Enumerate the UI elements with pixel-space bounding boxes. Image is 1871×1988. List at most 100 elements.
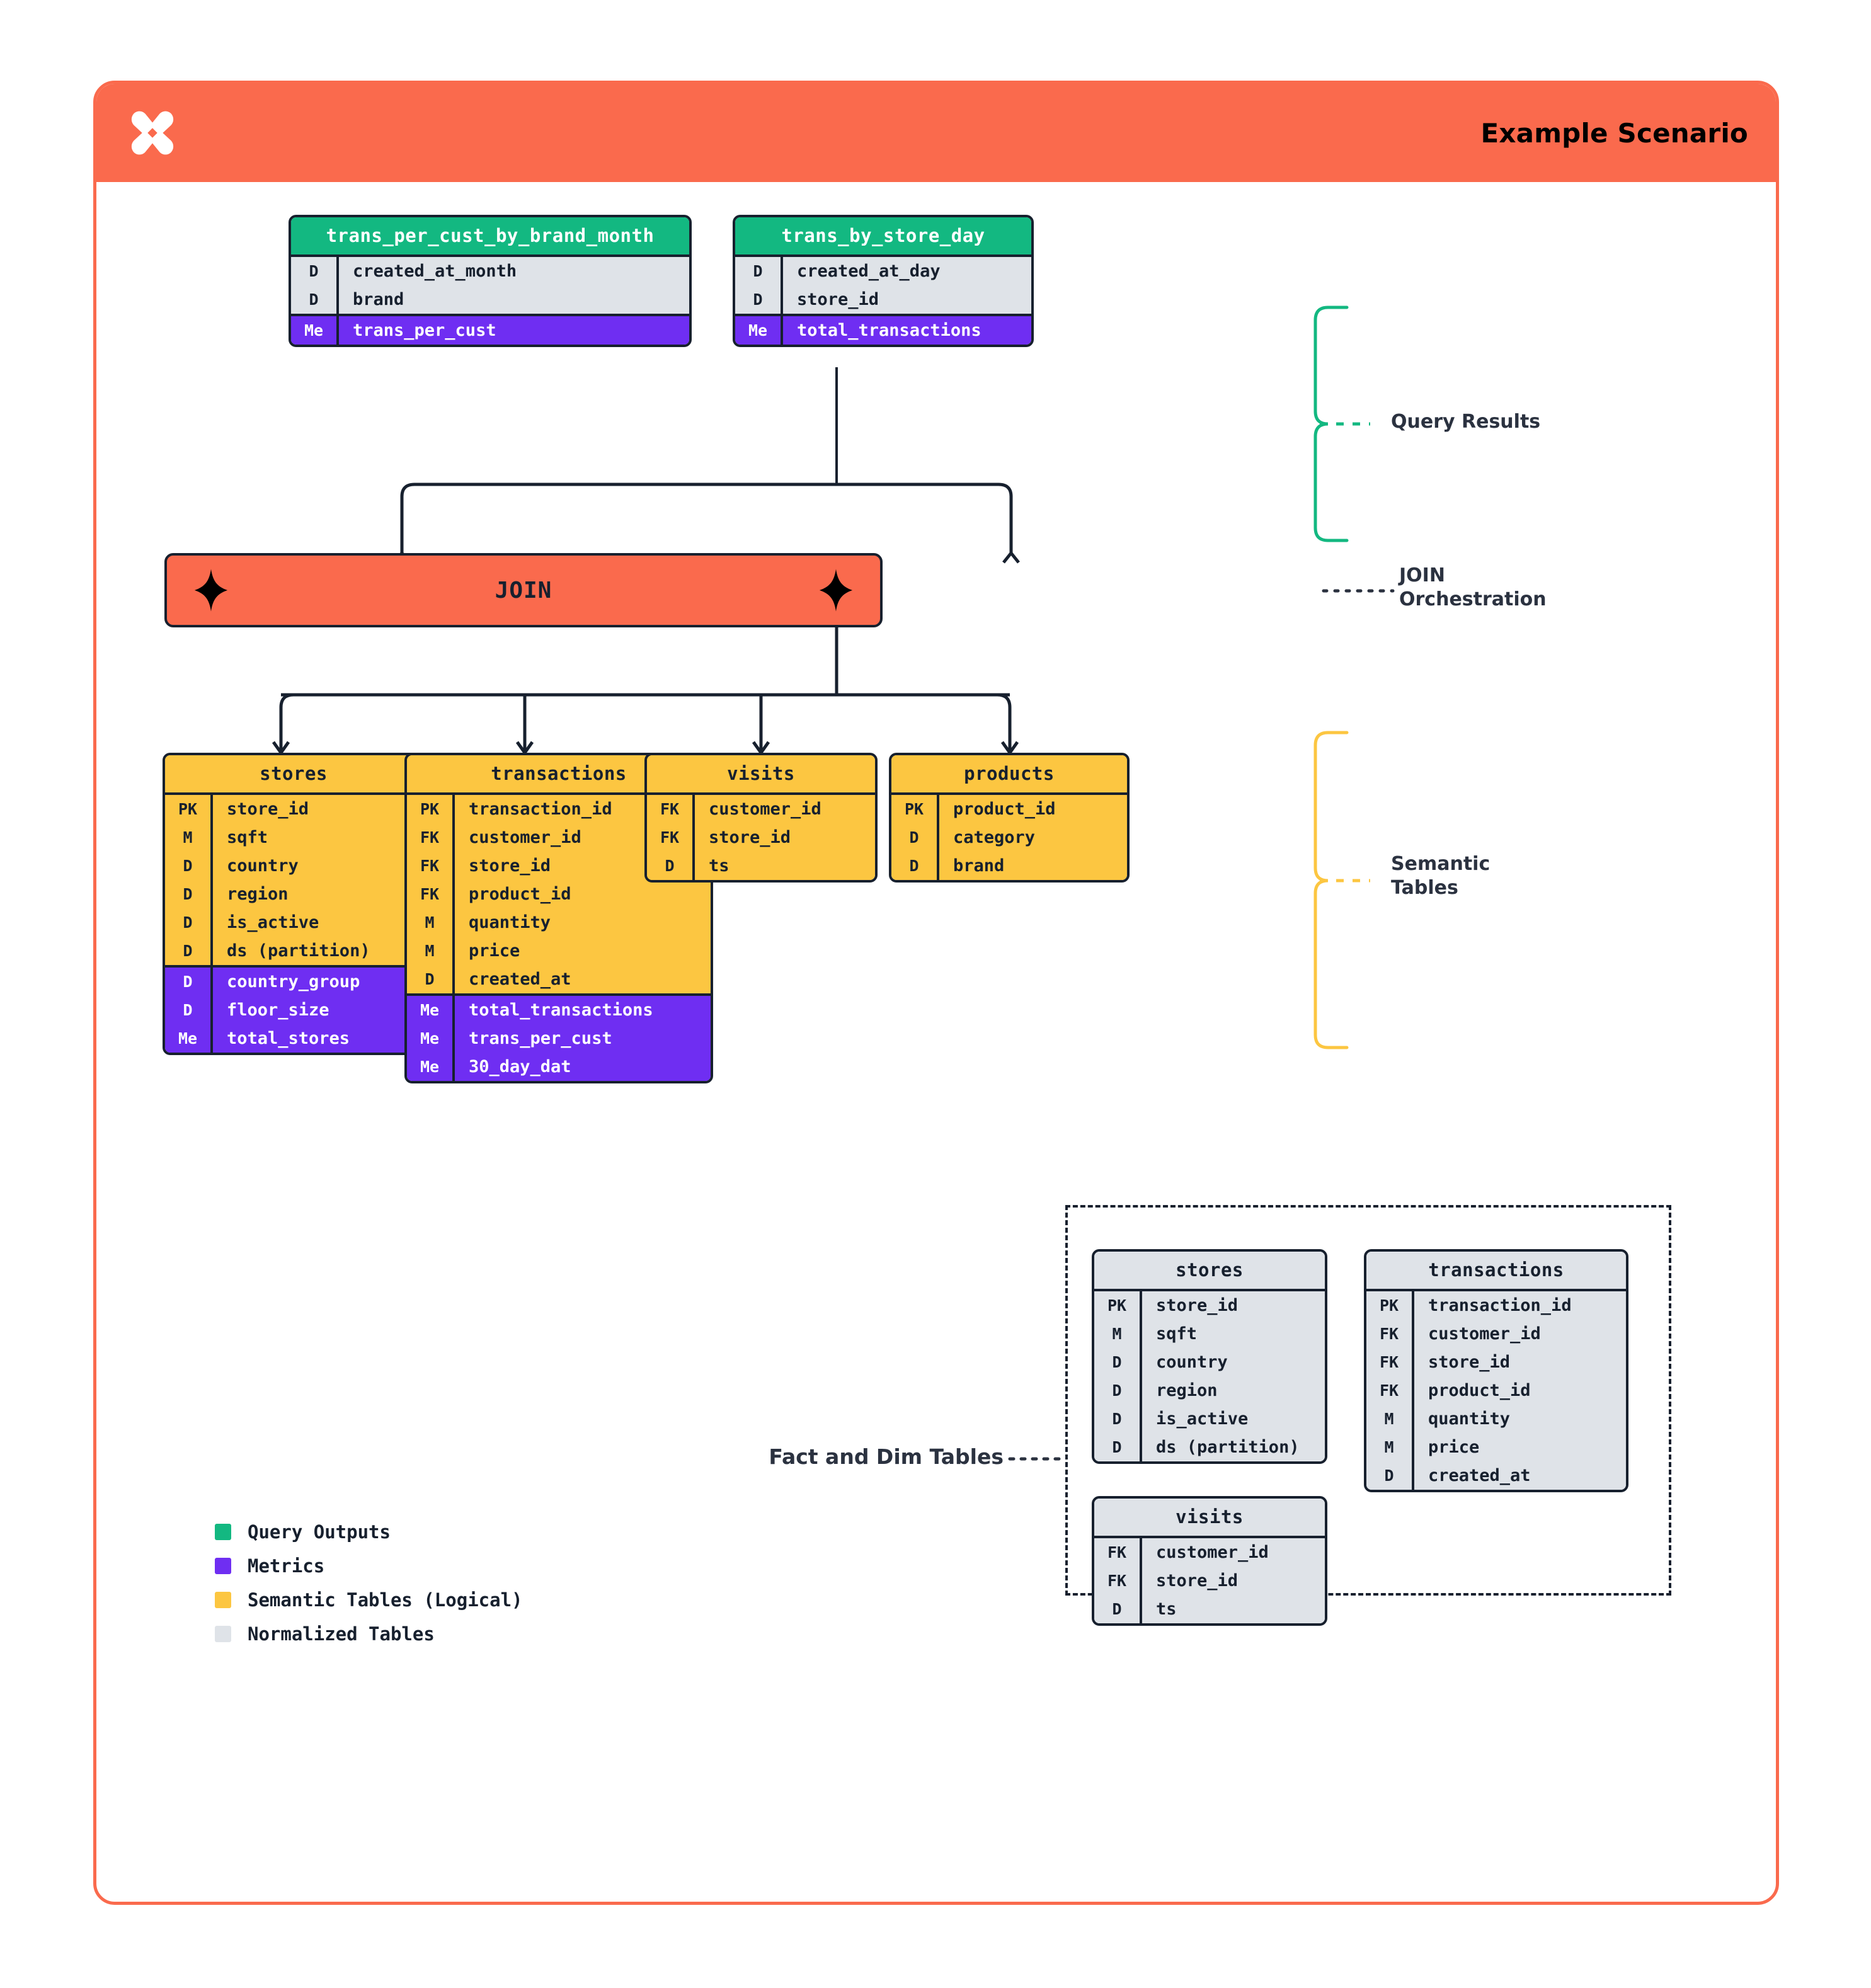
row-key: M: [1366, 1433, 1414, 1461]
row-field: sqft: [227, 828, 268, 847]
legend-label: Metrics: [248, 1555, 325, 1577]
row-key: M: [165, 823, 213, 852]
row-field: customer_id: [1428, 1324, 1541, 1344]
bracket-label-semantic-tables: Semantic Tables: [1391, 852, 1490, 901]
row-field: store_id: [797, 290, 879, 309]
table-title: stores: [1094, 1252, 1325, 1289]
row-key: PK: [1366, 1291, 1414, 1320]
legend-label: Semantic Tables (Logical): [248, 1589, 523, 1611]
table-title: visits: [647, 755, 875, 792]
row-key: Me: [407, 1053, 455, 1081]
row-key: Me: [407, 996, 455, 1024]
row-field: created_at: [469, 969, 571, 989]
fact-and-dim-label: Fact and Dim Tables: [769, 1444, 1004, 1469]
table-title: products: [891, 755, 1127, 792]
row-field: customer_id: [1156, 1543, 1269, 1562]
row-field: ts: [709, 856, 730, 876]
row-key: D: [735, 257, 783, 285]
row-field: store_id: [1156, 1571, 1239, 1591]
join-orchestration-bar[interactable]: JOIN: [164, 553, 883, 627]
legend-swatch-normalized-tables: [215, 1626, 231, 1642]
table-row: D created_at_day: [735, 257, 1031, 285]
row-key: M: [407, 937, 455, 965]
row-field: store_id: [1428, 1352, 1511, 1372]
row-field: price: [1428, 1437, 1480, 1457]
row-key: D: [165, 852, 213, 880]
row-key: D: [891, 852, 939, 880]
row-key: D: [891, 823, 939, 852]
row-key: FK: [1366, 1320, 1414, 1348]
row-field: store_id: [469, 856, 551, 876]
row-field: floor_size: [227, 1000, 329, 1020]
row-field: product_id: [953, 799, 1056, 819]
row-field: created_at_day: [797, 261, 941, 281]
query-result-table-trans-per-cust-by-brand-month[interactable]: trans_per_cust_by_brand_month D created_…: [289, 215, 692, 347]
x-star-logo-icon: [125, 106, 180, 160]
bracket-label-query-results: Query Results: [1391, 411, 1541, 433]
table-metric-section: Me total_transactions: [735, 314, 1031, 345]
legend: Query Outputs Metrics Semantic Tables (L…: [215, 1515, 523, 1651]
row-field: region: [1156, 1381, 1218, 1400]
row-field: total_transactions: [469, 1000, 653, 1020]
row-key: Me: [735, 316, 783, 345]
query-result-table-trans-by-store-day[interactable]: trans_by_store_day D created_at_day D st…: [733, 215, 1034, 347]
row-field: trans_per_cust: [353, 321, 496, 340]
row-key: PK: [407, 795, 455, 823]
table-row: FK customer_id: [1366, 1320, 1626, 1348]
row-key: M: [1366, 1405, 1414, 1433]
table-row: D store_id: [735, 285, 1031, 314]
row-field: country_group: [227, 972, 360, 991]
bracket-label-join-orchestration: JOIN Orchestration: [1399, 564, 1547, 612]
row-field: quantity: [469, 913, 551, 932]
semantic-tables-line2: Tables: [1391, 877, 1458, 900]
row-key: PK: [165, 795, 213, 823]
row-field: country: [227, 856, 299, 876]
legend-swatch-metrics: [215, 1558, 231, 1574]
table-row: Me total_transactions: [735, 316, 1031, 345]
row-field: ds (partition): [1156, 1437, 1300, 1457]
row-key: D: [647, 852, 695, 880]
table-title: stores: [165, 755, 422, 792]
table-row: Me trans_per_cust: [291, 316, 689, 345]
row-key: Me: [407, 1024, 455, 1053]
row-key: FK: [1366, 1376, 1414, 1405]
row-key: FK: [647, 795, 695, 823]
row-key: PK: [891, 795, 939, 823]
row-key: D: [1094, 1595, 1142, 1623]
